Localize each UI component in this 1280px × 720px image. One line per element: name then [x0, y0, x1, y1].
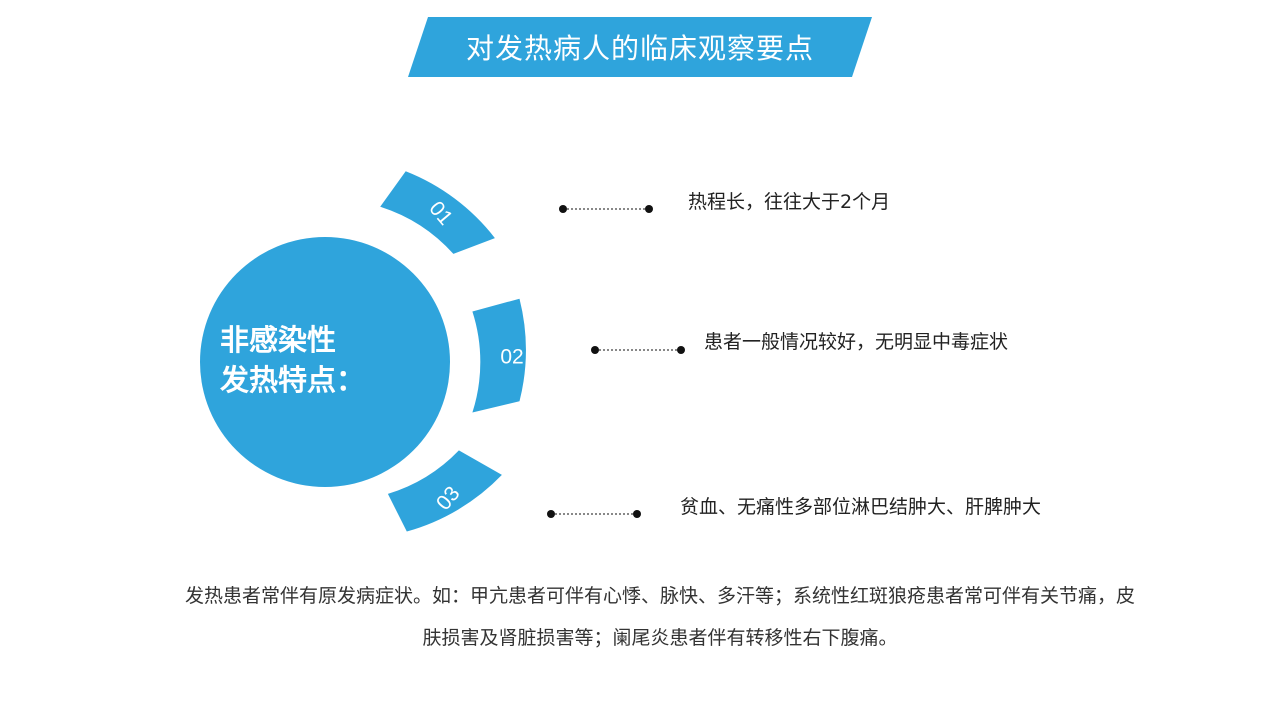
- item-03-text: 贫血、无痛性多部位淋巴结肿大、肝脾肿大: [680, 496, 1042, 518]
- item-01-text: 热程长，往往大于2个月: [688, 191, 891, 213]
- segment-03: [387, 450, 502, 532]
- title-banner: 对发热病人的临床观察要点: [408, 17, 872, 77]
- item-02-text: 患者一般情况较好，无明显中毒症状: [704, 331, 1009, 353]
- connector-02: [591, 346, 685, 354]
- segment-02-number: 02: [500, 346, 523, 369]
- connector-03: [547, 510, 641, 518]
- connector-01: [559, 205, 653, 213]
- center-label-line1: 非感染性: [220, 323, 337, 357]
- segment-01: [380, 171, 495, 254]
- center-label: 非感染性 发热特点：: [220, 320, 440, 400]
- center-circle: [200, 237, 450, 487]
- center-label-line2: 发热特点：: [220, 363, 366, 397]
- title-banner-shape: [408, 17, 872, 77]
- page-title: 对发热病人的临床观察要点: [465, 32, 814, 65]
- segment-02: [472, 298, 526, 413]
- footer-note: 发热患者常伴有原发病症状。如：甲亢患者可伴有心悸、脉快、多汗等；系统性红斑狼疮患…: [184, 585, 1135, 649]
